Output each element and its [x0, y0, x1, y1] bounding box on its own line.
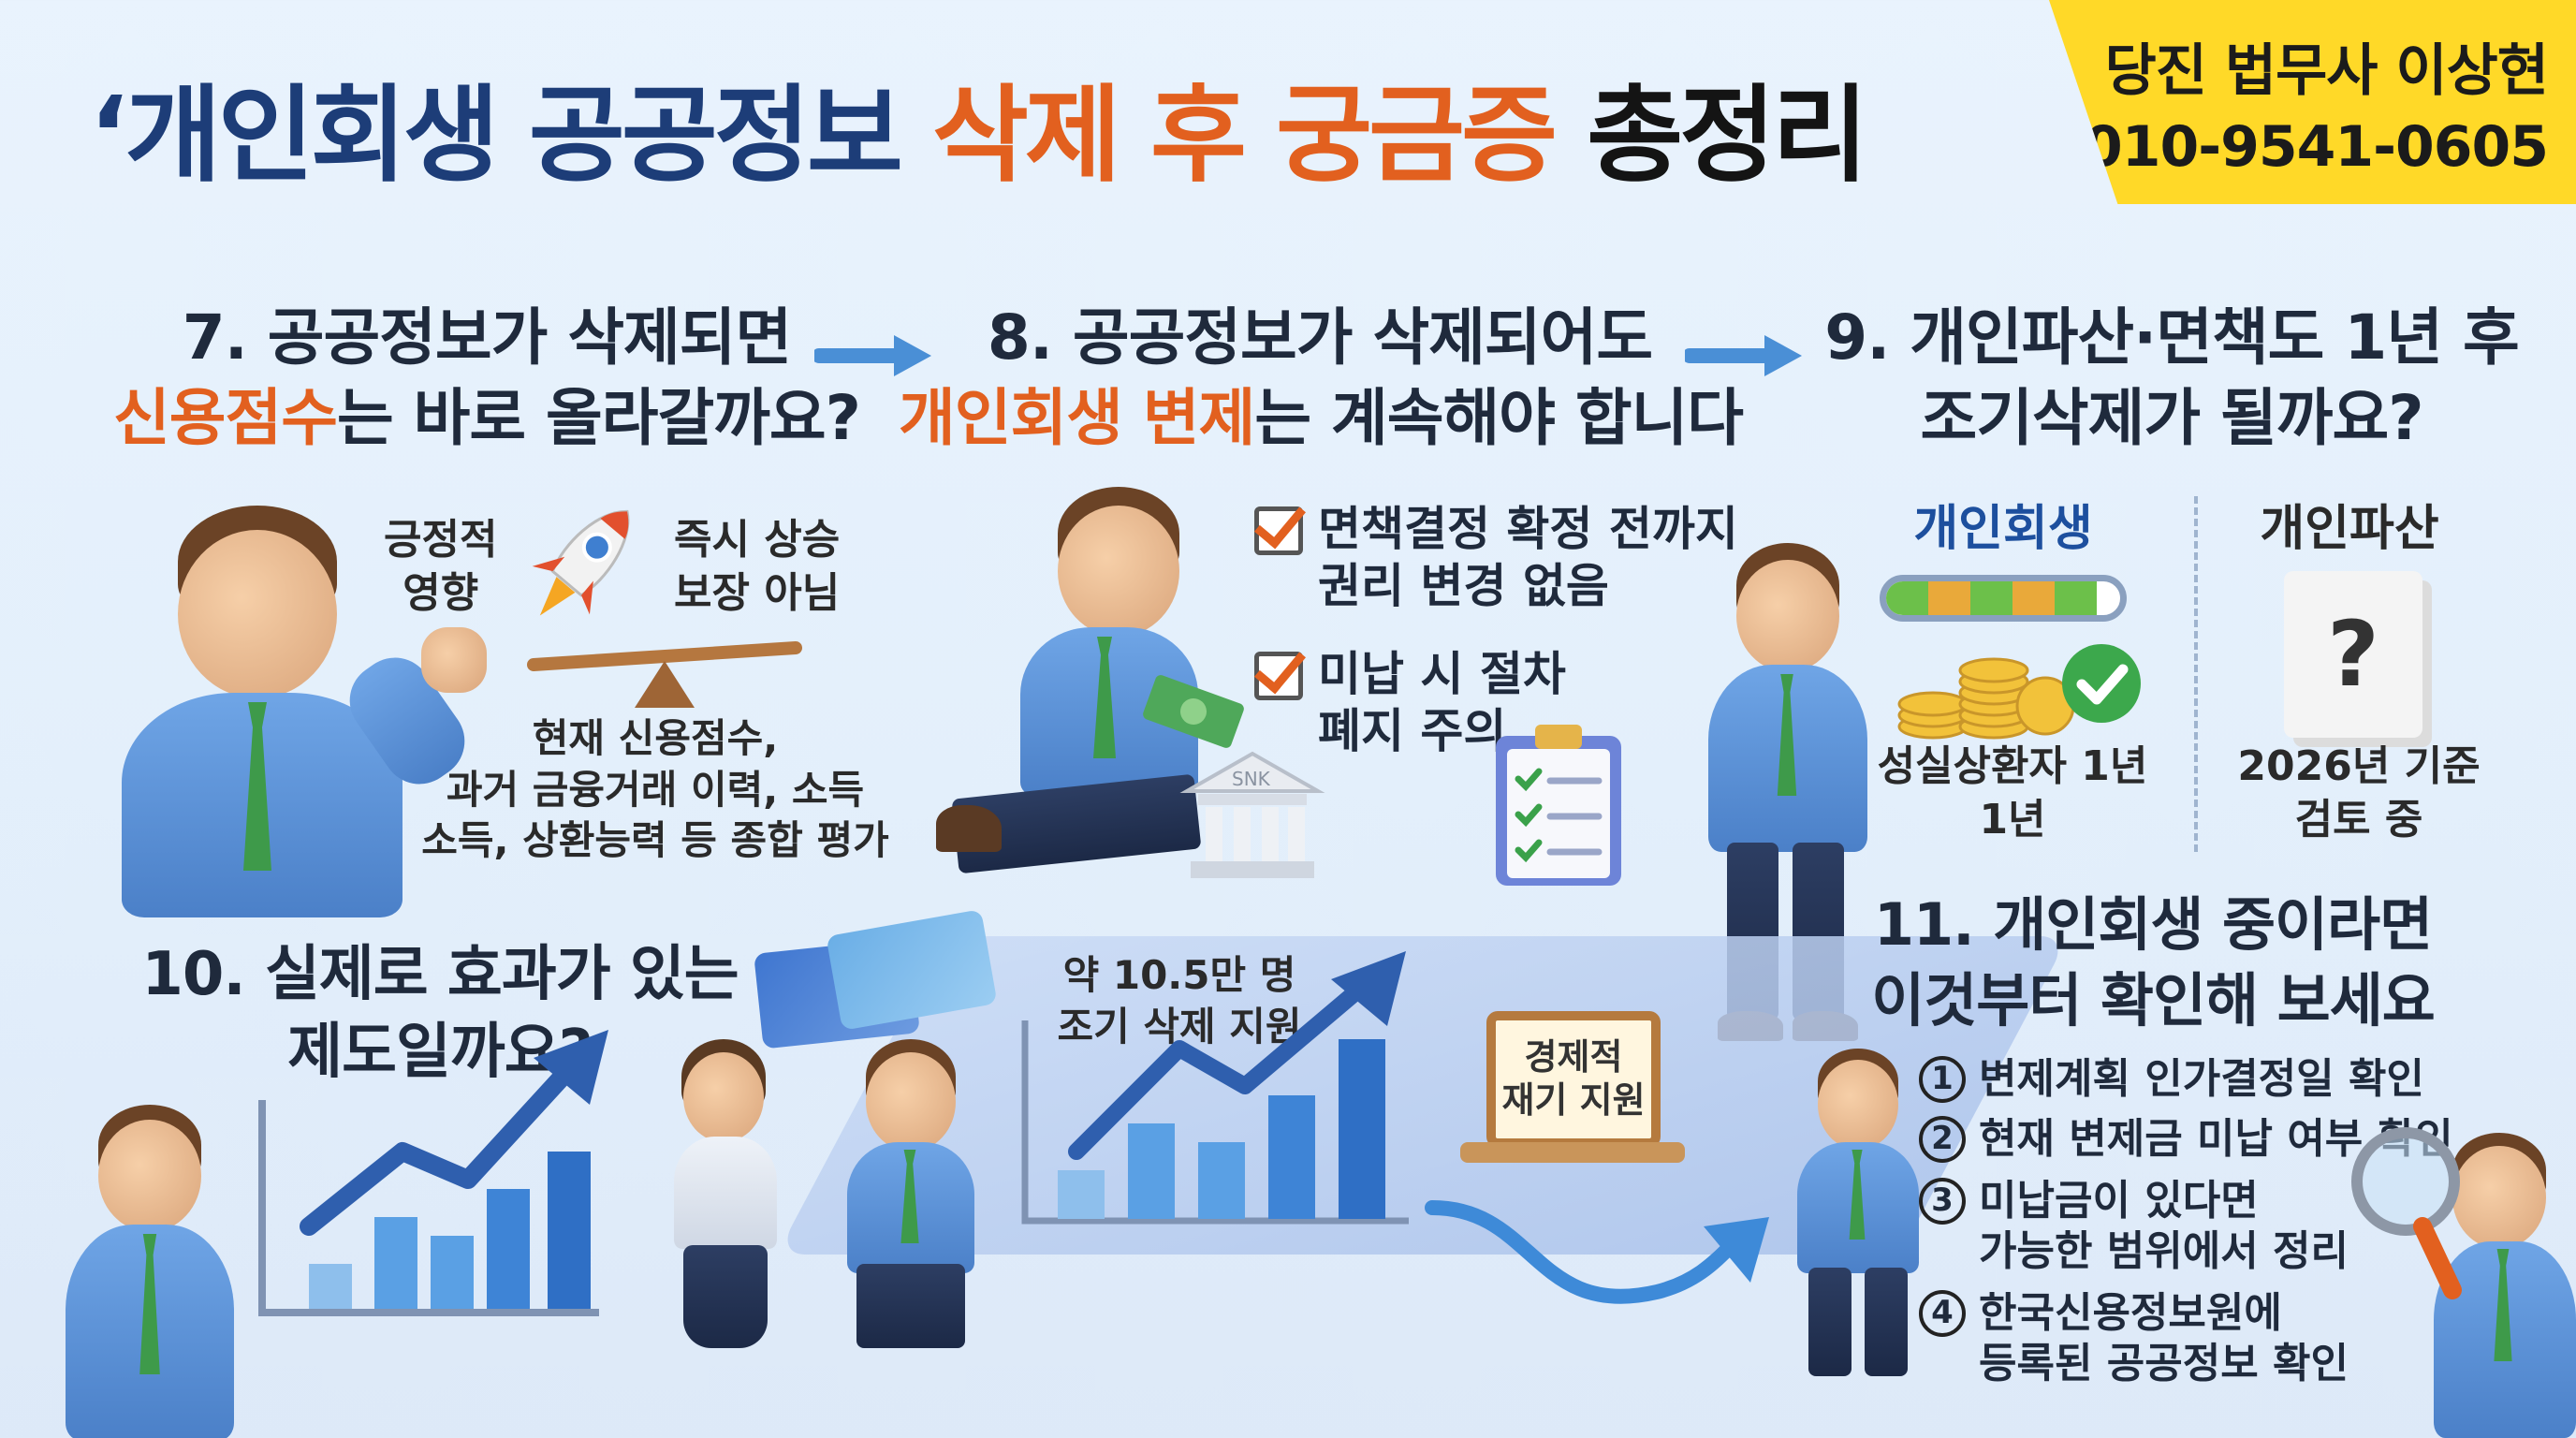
- person-cheering-man: [814, 1039, 1002, 1357]
- contact-phone: 010-9541-0605: [2083, 113, 2549, 180]
- coins-icon: [1897, 657, 2075, 740]
- bank-label: SNK: [1232, 768, 1270, 790]
- money-icon: [1143, 675, 1244, 748]
- recovery-sign: 경제적 재기 지원: [1486, 1011, 1661, 1148]
- checkbox-icon: [1254, 652, 1303, 700]
- bank-icon: SNK: [1178, 740, 1327, 889]
- section7-heading: 7. 공공정보가 삭제되면 신용점수는 바로 올라갈까요?: [103, 298, 871, 459]
- checklist-text-1: 면책결정 확정 전까지 권리 변경 없음: [1318, 502, 1738, 613]
- number-badge: 1: [1919, 1056, 1966, 1103]
- section10-heading: 10. 실제로 효과가 있는 제도일까요?: [141, 940, 739, 1088]
- rocket-icon: [532, 509, 630, 616]
- check-item-4: 4 한국신용정보원에 등록된 공공정보 확인: [1919, 1288, 2349, 1388]
- contact-banner: 당진 법무사 이상현 010-9541-0605: [2048, 0, 2576, 204]
- check-item-3-text: 미납금이 있다면 가능한 범위에서 정리: [1979, 1177, 2349, 1275]
- section8-title-line2: 개인회생 변제는 계속해야 합니다: [899, 378, 1744, 459]
- question-card-icon: ?: [2284, 571, 2422, 738]
- person-magnifier: [2378, 1133, 2576, 1438]
- title-part-3: 총정리: [1587, 75, 1868, 197]
- section8-highlight: 개인회생 변제: [899, 381, 1255, 454]
- section7-highlight: 신용점수: [113, 381, 338, 454]
- col-left-caption: 성실상환자 1년 1년: [1877, 742, 2148, 844]
- section7-title-line2: 신용점수는 바로 올라갈까요?: [103, 378, 871, 459]
- person-wondering: [1788, 1049, 1928, 1386]
- checkmark-icon: [2062, 644, 2141, 723]
- title-part-2: 삭제 후 궁금증: [931, 75, 1558, 197]
- section7-caption: 현재 신용점수, 과거 금융거래 이력, 소득 소득, 상환능력 등 종합 평가: [421, 715, 889, 864]
- section7-title-line1: 7. 공공정보가 삭제되면: [182, 301, 792, 374]
- title-part-1: ‘개인회생 공공정보: [89, 75, 903, 197]
- question-mark: ?: [2327, 602, 2379, 707]
- trend-arrow-icon: [300, 1030, 608, 1236]
- section7-rest: 는 바로 올라갈까요?: [336, 381, 861, 454]
- magnifier-icon: [2351, 1127, 2462, 1299]
- label-positive-effect: 긍정적 영향: [384, 516, 498, 618]
- col-right-title: 개인파산: [2260, 501, 2439, 557]
- progress-bar-icon: [1880, 575, 2127, 622]
- section9-title-line2: 조기삭제가 될까요?: [1920, 381, 2423, 454]
- col-left-title: 개인회생: [1913, 501, 2093, 557]
- person-cheering-woman: [637, 1039, 805, 1348]
- check-item-1: 1 변제계획 인가결정일 확인: [1919, 1054, 2424, 1105]
- arrow-right-icon: [1685, 335, 1802, 376]
- number-badge: 4: [1919, 1290, 1966, 1337]
- person-hands-clasped: [56, 1105, 243, 1438]
- page-title: ‘개인회생 공공정보 삭제 후 궁금증 총정리: [89, 73, 1868, 198]
- person-pointing: [122, 506, 487, 917]
- number-badge: 3: [1919, 1178, 1966, 1225]
- trend-arrow-icon: [1068, 951, 1406, 1160]
- label-no-guarantee: 즉시 상승 보장 아님: [674, 516, 841, 618]
- bar-chart-icon: [258, 1100, 599, 1316]
- arrow-right-icon: [814, 335, 931, 376]
- column-divider: [2194, 496, 2198, 852]
- col-right-caption: 2026년 기준 검토 중: [2237, 742, 2481, 844]
- number-badge: 2: [1919, 1116, 1966, 1163]
- section8-title-line1: 8. 공공정보가 삭제되어도: [987, 301, 1653, 374]
- checklist-item-2: 미납 시 절차 폐지 주의: [1254, 646, 1566, 760]
- curved-arrow-icon: [1425, 1200, 1769, 1304]
- check-item-3: 3 미납금이 있다면 가능한 범위에서 정리: [1919, 1176, 2349, 1276]
- sign-text: 경제적 재기 지원: [1501, 1036, 1646, 1121]
- check-item-1-text: 변제계획 인가결정일 확인: [1979, 1055, 2424, 1103]
- check-item-4-text: 한국신용정보원에 등록된 공공정보 확인: [1979, 1289, 2349, 1387]
- section11-heading: 11. 개인회생 중이라면 이것부터 확인해 보세요: [1871, 890, 2436, 1034]
- checklist-item-1: 면책결정 확정 전까지 권리 변경 없음: [1254, 501, 1738, 615]
- clipboard-icon: [1496, 725, 1621, 886]
- section8-heading: 8. 공공정보가 삭제되어도 개인회생 변제는 계속해야 합니다: [899, 298, 1744, 459]
- contact-name: 당진 법무사 이상현: [2104, 37, 2549, 104]
- sign-base: [1460, 1142, 1685, 1163]
- chart-caption: 약 10.5만 명 조기 삭제 지원: [1057, 952, 1302, 1049]
- section9-title-line1: 9. 개인파산·면책도 1년 후: [1824, 301, 2519, 374]
- bar-chart-icon: [1021, 1020, 1409, 1225]
- checklist-text-2: 미납 시 절차 폐지 주의: [1318, 647, 1566, 758]
- checkbox-icon: [1254, 506, 1303, 555]
- section9-heading: 9. 개인파산·면책도 1년 후 조기삭제가 될까요?: [1797, 298, 2546, 459]
- seesaw-icon: [527, 641, 802, 708]
- section8-rest: 는 계속해야 합니다: [1254, 381, 1744, 454]
